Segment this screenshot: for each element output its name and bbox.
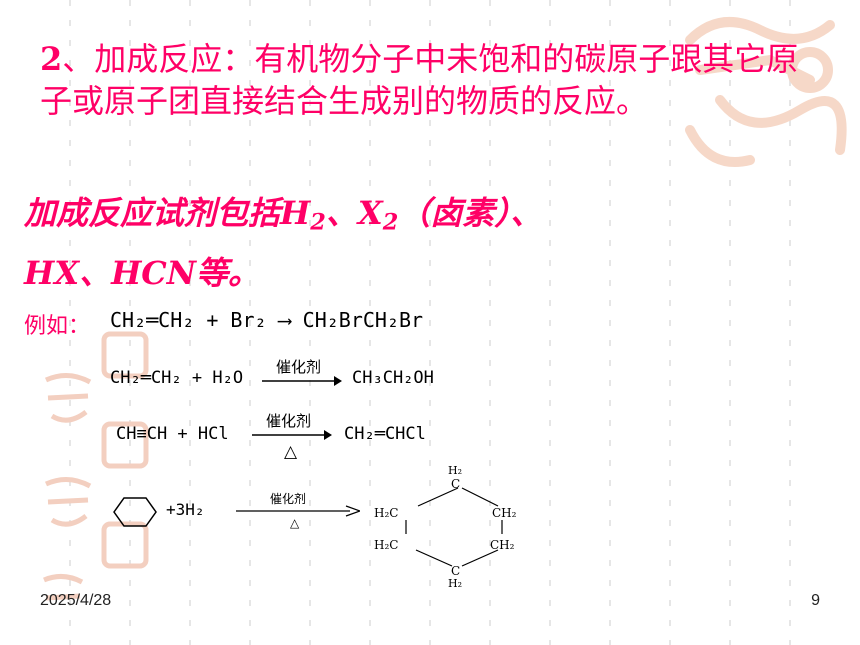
reaction-4-catalyst: 催化剂 — [270, 492, 307, 506]
reagent-x: 、X — [325, 194, 383, 232]
cyclohexane-bottom-c: C — [451, 564, 461, 578]
footer-date: 2025/4/28 — [40, 592, 112, 609]
reagent-h: H — [280, 194, 311, 232]
reaction-2-catalyst: 催化剂 — [276, 358, 322, 376]
reagent-h-subscript: 2 — [310, 209, 326, 236]
reagent-hx-hcn: HX、HCN — [24, 253, 197, 292]
reagents-suffix: 等。 — [196, 253, 261, 292]
reaction-2-left: CH₂═CH₂ + H₂O — [110, 368, 244, 388]
cyclohexane-top-c: C — [451, 477, 461, 491]
seal-watermark-large — [685, 17, 847, 167]
reaction-2-right: CH₃CH₂OH — [352, 368, 434, 388]
cyclohexane-lower-left: H₂C — [374, 538, 399, 552]
definition-paragraph: 2、加成反应：有机物分子中未饱和的碳原子跟其它原子或原子团直接结合生成别的物质的… — [40, 38, 820, 122]
reaction-3-heat-symbol: △ — [284, 442, 298, 462]
reagents-prefix: 加成反应试剂包括 — [24, 194, 281, 232]
reaction-4-heat-symbol: △ — [290, 516, 300, 530]
reaction-4-left: +3H₂ — [166, 500, 205, 519]
definition-number: 2 — [40, 40, 63, 78]
seal-watermark-4 — [44, 477, 92, 527]
cyclohexane-lower-right: CH₂ — [490, 538, 515, 552]
reagents-paragraph: 加成反应试剂包括H2、X2（卤素）、HX、HCN等。 — [24, 188, 824, 298]
reagent-x-subscript: 2 — [382, 209, 399, 236]
page-number: 9 — [811, 592, 820, 609]
benzene-ring-icon — [113, 497, 157, 527]
cyclohexane-top-h2: H₂ — [448, 464, 463, 477]
reaction-2-arrow — [262, 376, 342, 386]
reaction-3-arrow — [252, 430, 332, 440]
seal-watermark-1 — [101, 331, 149, 379]
example-label: 例如： — [24, 314, 91, 339]
definition-text: 、加成反应：有机物分子中未饱和的碳原子跟其它原子或原子团直接结合生成别的物质的反… — [40, 40, 799, 120]
reaction-4-arrow — [236, 505, 360, 517]
cyclohexane-structure — [405, 487, 503, 567]
reaction-3-right: CH₂═CHCl — [344, 424, 426, 444]
reaction-1: CH₂═CH₂ + Br₂ ⟶ CH₂BrCH₂Br — [110, 308, 424, 332]
seal-watermark-2 — [44, 373, 92, 423]
cyclohexane-upper-right: CH₂ — [492, 506, 517, 520]
reaction-3-catalyst: 催化剂 — [266, 412, 312, 430]
seal-watermark-5 — [101, 521, 149, 569]
seal-watermark-6 — [43, 574, 84, 601]
reaction-3-left: CH≡CH + HCl — [116, 424, 229, 444]
cyclohexane-bottom-h2: H₂ — [448, 577, 463, 590]
seal-watermark-3 — [101, 421, 149, 469]
cyclohexane-upper-left: H₂C — [374, 506, 399, 520]
reagent-halogen-note: （卤素）、 — [398, 194, 543, 232]
